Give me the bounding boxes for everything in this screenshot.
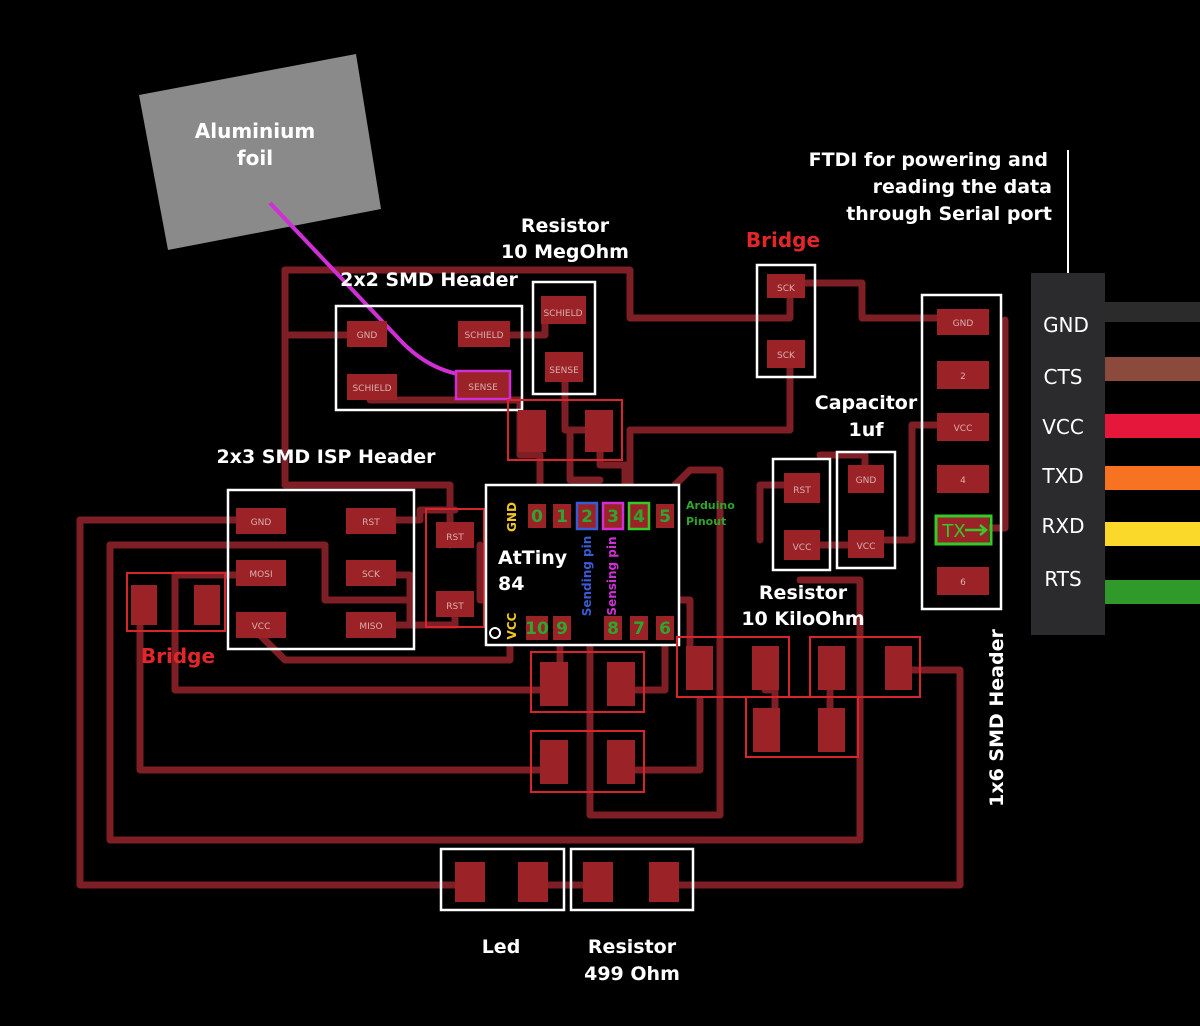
foil-label-line1: Aluminium [195, 119, 315, 143]
led-label: Led [482, 936, 521, 958]
svg-text:Pinout: Pinout [686, 515, 726, 528]
aluminium-foil: Aluminium foil [139, 54, 381, 250]
resistor-10k: RST VCC Resistor 10 KiloOhm [741, 457, 865, 630]
capacitor-label-2: 1uf [848, 419, 884, 441]
svg-text:VCC: VCC [857, 542, 876, 552]
svg-text:SCK: SCK [362, 570, 381, 580]
svg-text:through Serial port: through Serial port [846, 203, 1052, 225]
top-pins: 0 1 2 3 4 5 [528, 501, 674, 531]
foil-label-line2: foil [237, 146, 273, 170]
svg-text:MOSI: MOSI [249, 570, 272, 580]
bridge-top-label: Bridge [746, 228, 820, 252]
capacitor-label-1: Capacitor [815, 392, 918, 414]
svg-text:4: 4 [960, 476, 966, 486]
resistor-10k-label-1: Resistor [759, 582, 848, 604]
svg-text:Arduino: Arduino [686, 499, 735, 512]
svg-text:8: 8 [607, 619, 619, 639]
svg-text:0: 0 [531, 507, 543, 527]
attiny-label-2: 84 [498, 573, 524, 595]
svg-text:VCC: VCC [1042, 415, 1084, 439]
header-1x6: GND 2 VCC 4 TX 6 1x6 SMD Header [920, 293, 1008, 807]
svg-text:SCHIELD: SCHIELD [464, 331, 503, 341]
rst-pair: RST RST [425, 508, 485, 628]
attiny-label-1: AtTiny [498, 547, 568, 569]
svg-text:6: 6 [659, 619, 671, 639]
resistor-499-label-2: 499 Ohm [584, 963, 680, 985]
svg-text:SCK: SCK [777, 351, 796, 361]
resistor-10k-label-2: 10 KiloOhm [741, 608, 864, 630]
svg-text:SENSE: SENSE [549, 366, 579, 376]
svg-text:6: 6 [960, 578, 966, 588]
svg-text:7: 7 [633, 619, 645, 639]
svg-text:RST: RST [446, 602, 464, 612]
svg-text:SCHIELD: SCHIELD [543, 309, 582, 319]
svg-text:RST: RST [446, 533, 464, 543]
mosi-pair [530, 651, 645, 713]
svg-text:FTDI for powering and: FTDI for powering and [809, 149, 1048, 171]
bridge-left-label: Bridge [141, 644, 215, 668]
bottom-pins: 10 9 8 7 6 [525, 616, 674, 640]
ftdi-note: FTDI for powering and reading the data t… [809, 149, 1069, 275]
svg-text:MISO: MISO [359, 622, 382, 632]
svg-text:Sensing pin: Sensing pin [605, 536, 619, 615]
svg-text:1: 1 [556, 507, 568, 527]
svg-text:SCHIELD: SCHIELD [352, 384, 391, 394]
svg-text:RST: RST [793, 486, 811, 496]
svg-text:VCC: VCC [505, 612, 519, 639]
header-2x2: GND SCHIELD SCHIELD SENSE 2x2 SMD Header [334, 269, 524, 412]
resistor-10m: SCHIELD SENSE Resistor 10 MegOhm [501, 215, 629, 396]
svg-text:5: 5 [659, 507, 671, 527]
resistor-10m-label-2: 10 MegOhm [501, 241, 629, 263]
svg-text:VCC: VCC [793, 543, 812, 553]
svg-text:2: 2 [581, 507, 593, 527]
isp-header: GND RST MOSI SCK VCC MISO 2x3 SMD ISP He… [216, 446, 436, 651]
svg-text:CTS: CTS [1044, 365, 1083, 389]
bridge-left: Bridge [126, 572, 226, 668]
svg-text:SENSE: SENSE [468, 383, 498, 393]
svg-text:GND: GND [1043, 313, 1089, 337]
svg-text:9: 9 [556, 619, 568, 639]
miso-pair [530, 730, 645, 793]
svg-text:GND: GND [505, 502, 519, 532]
header-2x2-label: 2x2 SMD Header [340, 269, 518, 291]
ftdi-connector: GND CTS VCC TXD RXD RTS [1031, 273, 1200, 635]
led: Led [439, 847, 566, 958]
svg-text:GND: GND [953, 319, 974, 329]
schield-pair [507, 399, 623, 461]
resistor-10m-label-1: Resistor [521, 215, 610, 237]
svg-text:VCC: VCC [954, 424, 973, 434]
svg-text:TXD: TXD [1041, 464, 1083, 488]
svg-text:RTS: RTS [1044, 567, 1081, 591]
svg-text:4: 4 [633, 507, 645, 527]
svg-text:Sending pin: Sending pin [580, 536, 594, 617]
svg-text:TX: TX [941, 521, 965, 542]
svg-text:SCK: SCK [777, 284, 796, 294]
svg-text:3: 3 [607, 507, 619, 527]
isp-header-label: 2x3 SMD ISP Header [216, 446, 436, 468]
resistor-499-label-1: Resistor [588, 936, 677, 958]
svg-text:VCC: VCC [252, 622, 271, 632]
resistor-499: Resistor 499 Ohm [569, 847, 695, 985]
svg-text:GND: GND [251, 518, 272, 528]
svg-text:10: 10 [525, 619, 549, 639]
svg-text:2: 2 [960, 372, 966, 382]
svg-text:GND: GND [357, 331, 378, 341]
capacitor: GND VCC Capacitor 1uf [815, 392, 918, 570]
header-1x6-label: 1x6 SMD Header [986, 628, 1008, 806]
svg-text:GND: GND [856, 476, 877, 486]
attiny-chip: AtTiny 84 GND VCC 0 1 2 3 4 5 [484, 483, 735, 647]
svg-text:RST: RST [362, 518, 380, 528]
led-pads-right [676, 636, 921, 758]
svg-text:RXD: RXD [1042, 514, 1085, 538]
svg-text:reading the data: reading the data [873, 176, 1052, 198]
bridge-top: SCK SCK Bridge [746, 228, 820, 379]
